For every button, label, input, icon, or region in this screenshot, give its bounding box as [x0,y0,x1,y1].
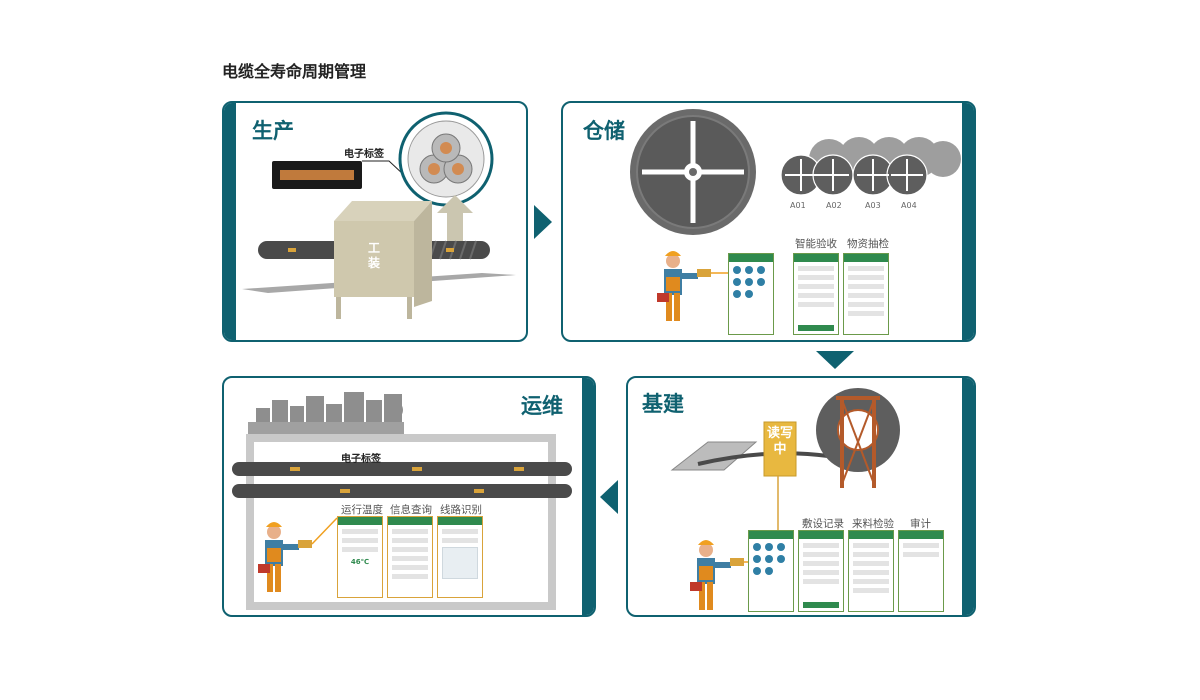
construction-screen-label-3: 审计 [910,518,931,530]
flow-arrow-down [816,351,854,369]
storage-screen-label-1: 智能验收 [795,238,837,250]
construction-screen-audit [898,530,944,612]
operation-worker [258,517,338,592]
fixture-box-top [334,201,432,221]
up-arrow [437,195,473,241]
construction-screen-inspection [848,530,894,612]
operation-panel: 运维 [222,376,596,617]
route-map [442,547,478,579]
production-side-bar [224,103,236,340]
production-panel: 生产 电子标签 工装 [222,101,528,342]
construction-illustration [670,388,900,610]
operation-side-bar [582,378,594,615]
operation-screen-route [437,516,483,598]
storage-screen-sampling [843,253,889,335]
operation-tag-label: 电子标签 [341,454,381,465]
storage-screen-acceptance [793,253,839,335]
tunnel-cable-1 [232,462,572,476]
reading-label: 读写中 [766,426,793,457]
fixture-box-side [414,201,432,307]
flow-arrow-right [534,205,552,239]
storage-screen-menu [728,253,774,335]
tunnel-cable-2 [232,484,572,498]
construction-title: 基建 [642,392,684,416]
construction-side-bar [962,378,974,615]
storage-illustration [630,109,961,321]
construction-screen-menu [748,530,794,612]
construction-screen-laying [798,530,844,612]
operation-screen-label-3: 线路识别 [440,504,482,516]
storage-screen-label-2: 物资抽检 [847,238,889,250]
fixture-label: 工装 [367,241,380,270]
operation-screen-label-1: 运行温度 [341,504,383,516]
storage-reel-label-2: A02 [826,201,842,210]
trench-plate [670,441,758,471]
page-title: 电缆全寿命周期管理 [222,62,367,81]
storage-side-bar [962,103,974,340]
temperature-value: 46℃ [350,558,370,566]
construction-screen-label-2: 来料检验 [852,518,894,530]
operation-screen-info [387,516,433,598]
storage-reel-label-4: A04 [901,201,917,210]
production-illustration [242,111,516,319]
storage-worker [657,251,728,321]
fixture-box-front [334,221,414,297]
reading-box [763,421,797,477]
storage-reel-label-1: A01 [790,201,806,210]
production-tag-label: 电子标签 [344,149,384,160]
operation-screen-label-2: 信息查询 [390,504,432,516]
storage-reel-label-3: A03 [865,201,881,210]
construction-worker [690,540,748,610]
production-title: 生产 [252,119,294,143]
construction-screen-label-1: 敷设记录 [802,518,844,530]
flow-arrow-left [600,480,618,514]
rfid-tag-antenna [280,170,354,180]
cable-reel-stand [816,388,900,488]
operation-screen-temperature: 46℃ [337,516,383,598]
storage-title: 仓储 [583,119,625,143]
storage-panel: 仓储 [561,101,976,342]
construction-panel: 基建 读写中 [626,376,976,617]
operation-title: 运维 [521,394,563,418]
